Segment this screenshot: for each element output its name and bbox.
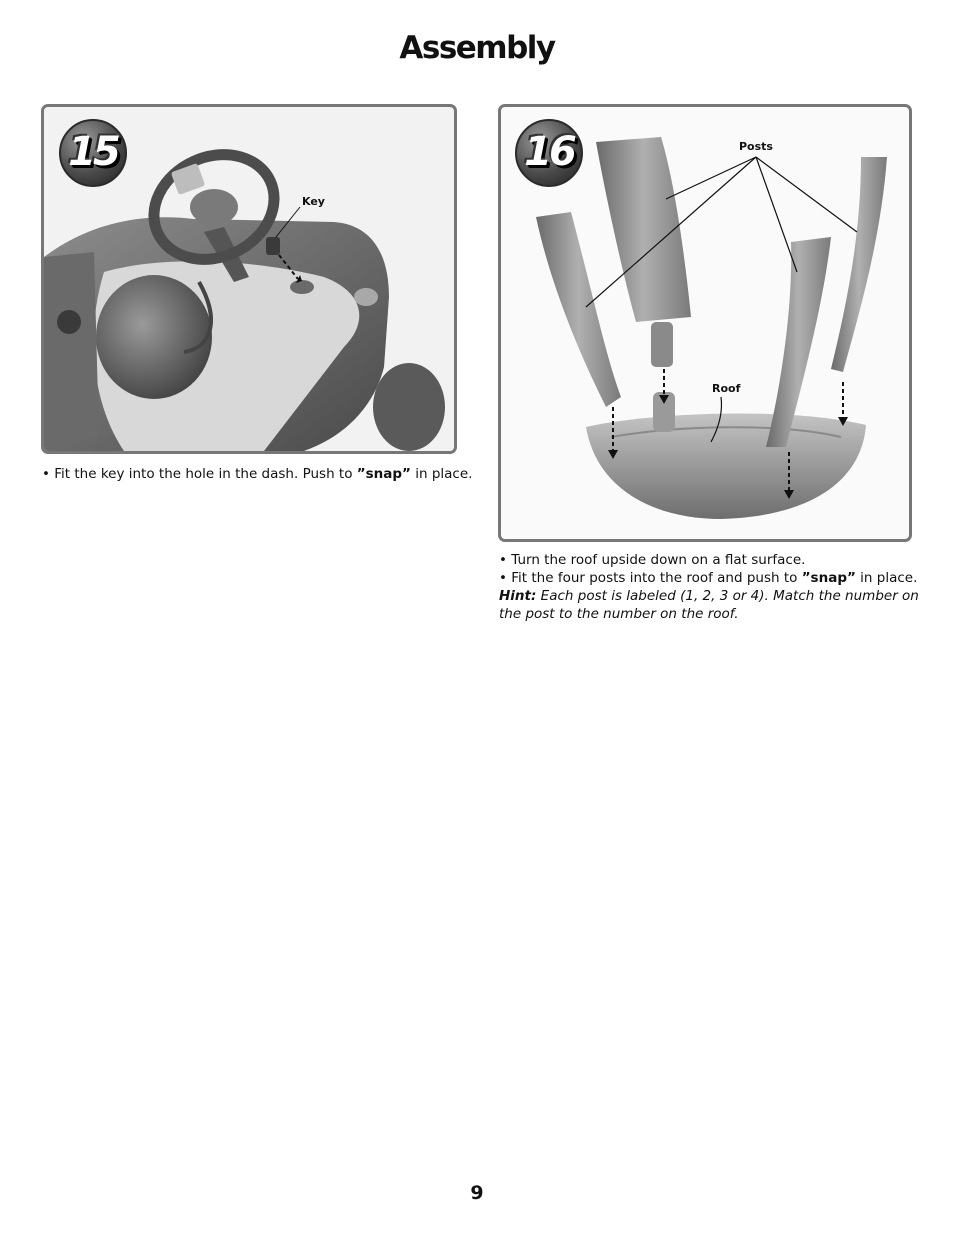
step-16-badge: 16 <box>515 119 583 187</box>
step-16-hint: Hint: Each post is labeled (1, 2, 3 or 4… <box>499 587 919 623</box>
steering-hub <box>190 189 238 225</box>
posts-callout-label: Posts <box>739 140 773 153</box>
post-2 <box>596 137 691 322</box>
step-16-number: 16 <box>524 129 577 175</box>
instruction-text-end: in place. <box>410 466 473 482</box>
step-16-instructions: • Turn the roof upside down on a flat su… <box>499 551 919 623</box>
posts-leader-line <box>755 156 858 233</box>
page-number: 9 <box>470 1182 484 1204</box>
post-4 <box>831 157 887 372</box>
key-hole <box>290 280 314 294</box>
step-15-badge: 15 <box>59 119 127 187</box>
snap-emphasis: ”snap” <box>356 466 411 482</box>
side-console <box>44 252 99 447</box>
post-1 <box>536 212 621 407</box>
arrow-post-1-head <box>608 450 618 459</box>
roof-rim <box>610 426 842 438</box>
arrow-post-2-head <box>659 395 669 404</box>
posts-leader-line <box>585 156 757 308</box>
key-callout-label: Key <box>302 195 325 208</box>
console-speaker <box>57 310 81 334</box>
step-15-illustration <box>44 149 445 451</box>
step-16-bullet-2: • Fit the four posts into the roof and p… <box>499 569 919 587</box>
roof-callout-label: Roof <box>712 382 741 395</box>
bullet-mark: • <box>499 570 512 586</box>
post-2-peg <box>651 322 673 367</box>
key-leader-line <box>275 206 301 238</box>
bullet-mark: • <box>499 552 512 568</box>
roof-leader-line <box>710 396 723 443</box>
post-3 <box>766 237 831 447</box>
front-wheel <box>373 363 445 451</box>
posts-leader-line <box>665 156 757 200</box>
arrow-post-4-head <box>838 417 848 426</box>
instruction-text: Turn the roof upside down on a flat surf… <box>511 552 806 568</box>
dash-knob <box>354 288 378 306</box>
step-16-illustration-panel: 16 Posts Roof <box>498 104 912 542</box>
insert-arrow <box>278 254 299 280</box>
instruction-text: Fit the key into the hole in the dash. P… <box>54 466 357 482</box>
step-15-instructions: • Fit the key into the hole in the dash.… <box>42 465 472 483</box>
insert-arrow-head <box>296 275 302 283</box>
snap-emphasis: ”snap” <box>801 570 856 586</box>
instruction-text-end: in place. <box>855 570 918 586</box>
arrow-post-3-head <box>784 490 794 499</box>
step-15-illustration-panel: 15 Key <box>41 104 457 454</box>
step-15-bullet: • Fit the key into the hole in the dash.… <box>42 465 472 483</box>
step-15-number: 15 <box>68 129 121 175</box>
hint-label: Hint: <box>499 588 537 604</box>
step-16-illustration <box>536 137 887 519</box>
steering-wheel <box>148 149 280 265</box>
roof <box>586 413 866 519</box>
steering-button <box>171 163 205 195</box>
wheel-bracket <box>183 281 213 354</box>
key <box>266 237 280 255</box>
posts-leader-line <box>755 156 798 273</box>
rear-wheel <box>96 275 212 399</box>
page-title: Assembly <box>399 30 556 66</box>
bullet-mark: • <box>42 466 55 482</box>
roof-post-socket <box>653 392 675 432</box>
hint-text: Each post is labeled (1, 2, 3 or 4). Mat… <box>499 588 919 622</box>
step-16-bullet-1: • Turn the roof upside down on a flat su… <box>499 551 919 569</box>
instruction-text: Fit the four posts into the roof and pus… <box>511 570 802 586</box>
